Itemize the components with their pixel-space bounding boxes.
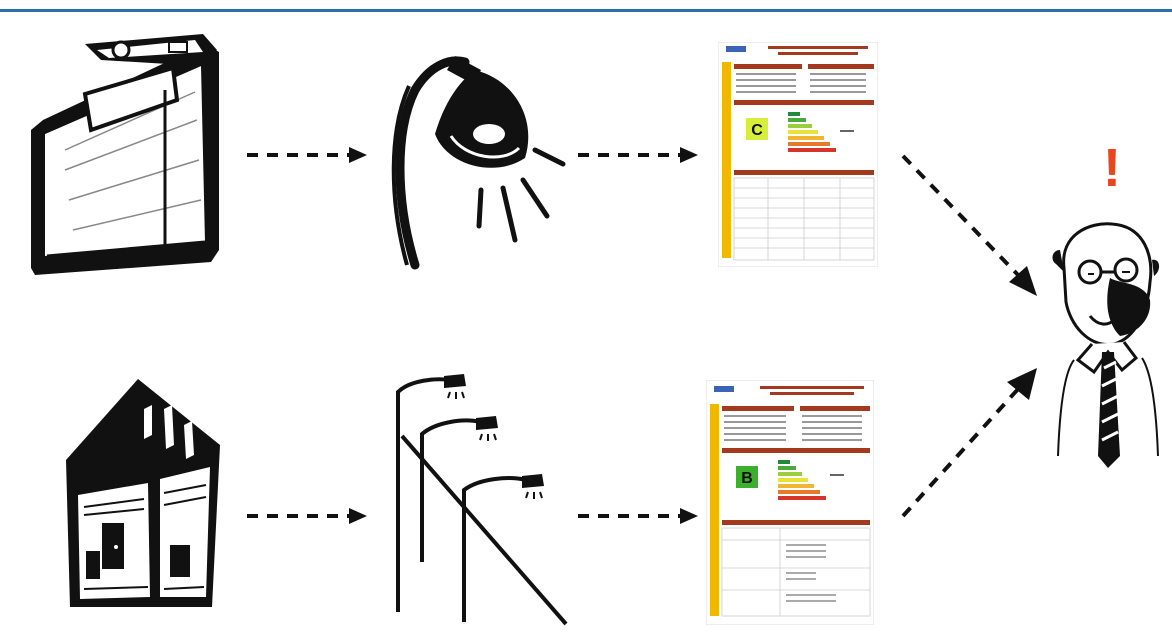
dashed-arrow-icon bbox=[245, 506, 370, 526]
inspector-man-icon bbox=[1050, 220, 1162, 470]
energy-certificate-top: C bbox=[718, 42, 878, 267]
energy-certificate-icon: B bbox=[706, 380, 874, 625]
energy-certificate-bottom: B bbox=[706, 380, 874, 625]
grade-label: C bbox=[751, 122, 763, 139]
washing-machine-icon bbox=[25, 30, 223, 275]
dashed-arrow-icon bbox=[895, 362, 1045, 522]
lamp-icon bbox=[385, 40, 575, 270]
dashed-arrow-icon bbox=[245, 145, 370, 165]
top-rule bbox=[0, 9, 1172, 12]
grade-label: B bbox=[741, 470, 753, 487]
house-icon bbox=[60, 375, 228, 610]
dashed-arrow-icon bbox=[576, 145, 701, 165]
alert-exclamation: ! bbox=[1094, 138, 1130, 198]
street-lights-icon bbox=[380, 372, 570, 627]
dashed-arrow-icon bbox=[895, 150, 1045, 300]
dashed-arrow-icon bbox=[576, 506, 701, 526]
energy-certificate-icon: C bbox=[718, 42, 878, 267]
